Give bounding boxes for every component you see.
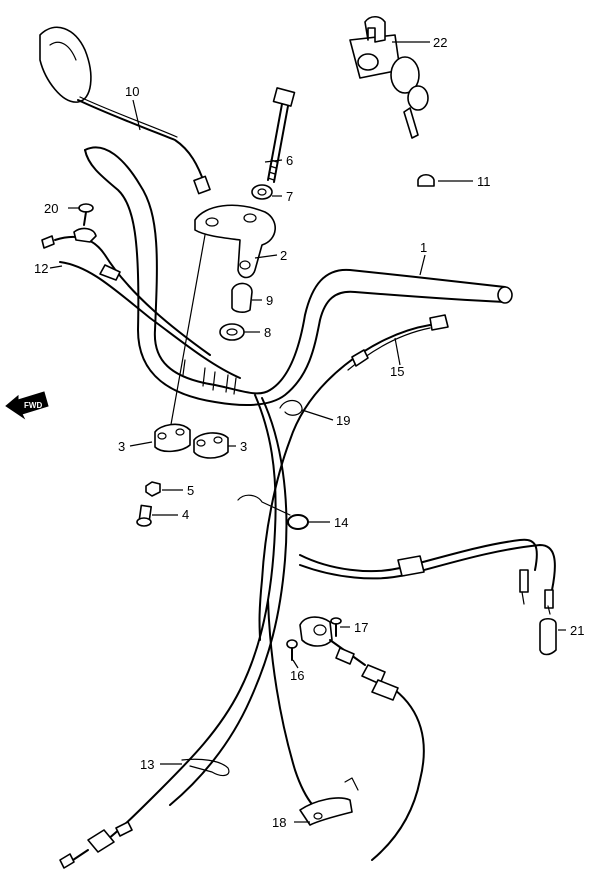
mirror-part-10 <box>39 26 211 195</box>
throttle-housing-part-16 <box>286 616 399 701</box>
bolt-part-4 <box>136 504 153 527</box>
part-labels: 1 2 3 3 4 5 6 7 8 9 10 11 12 13 14 15 16… <box>34 35 584 830</box>
label-part-18: 18 <box>272 815 286 830</box>
fwd-arrow-icon: FWD <box>5 391 49 420</box>
handlebar-part-1 <box>84 146 513 407</box>
label-part-9: 9 <box>266 293 273 308</box>
label-part-7: 7 <box>286 189 293 204</box>
ignition-switch-part-22 <box>349 15 429 139</box>
cable-part-15 <box>258 314 449 641</box>
cap-part-21 <box>539 617 557 656</box>
label-part-12: 12 <box>34 261 48 276</box>
holder-part-2 <box>194 204 276 279</box>
label-part-4: 4 <box>182 507 189 522</box>
label-part-13: 13 <box>140 757 154 772</box>
nut-part-5 <box>145 481 161 497</box>
label-part-17: 17 <box>354 620 368 635</box>
label-part-21: 21 <box>570 623 584 638</box>
label-part-16: 16 <box>290 668 304 683</box>
label-part-19: 19 <box>336 413 350 428</box>
leader-lines <box>49 41 566 823</box>
label-part-1: 1 <box>420 240 427 255</box>
label-part-22: 22 <box>433 35 447 50</box>
label-part-2: 2 <box>280 248 287 263</box>
clamp-part-19 <box>279 399 303 416</box>
grommet-part-8 <box>219 323 245 341</box>
washer-part-7 <box>251 184 273 200</box>
label-part-10: 10 <box>125 84 139 99</box>
cap-part-11 <box>417 173 435 187</box>
cable-part-13 <box>59 394 288 869</box>
screw-part-20 <box>78 203 94 226</box>
label-part-5: 5 <box>187 483 194 498</box>
screw-part-17 <box>330 617 342 637</box>
cable-part-18 <box>267 599 425 861</box>
lower-holder-part-3b <box>193 432 229 459</box>
label-part-15: 15 <box>390 364 404 379</box>
label-part-3b: 3 <box>240 439 247 454</box>
label-part-6: 6 <box>286 153 293 168</box>
split-cable <box>299 538 556 615</box>
cable-part-12 <box>41 227 241 379</box>
cap-part-9 <box>231 282 253 313</box>
label-part-11: 11 <box>477 174 491 189</box>
label-part-8: 8 <box>264 325 271 340</box>
label-part-14: 14 <box>334 515 348 530</box>
label-part-3a: 3 <box>118 439 125 454</box>
lower-holder-part-3a <box>154 423 191 453</box>
svg-text:FWD: FWD <box>24 401 42 410</box>
label-part-20: 20 <box>44 201 58 216</box>
